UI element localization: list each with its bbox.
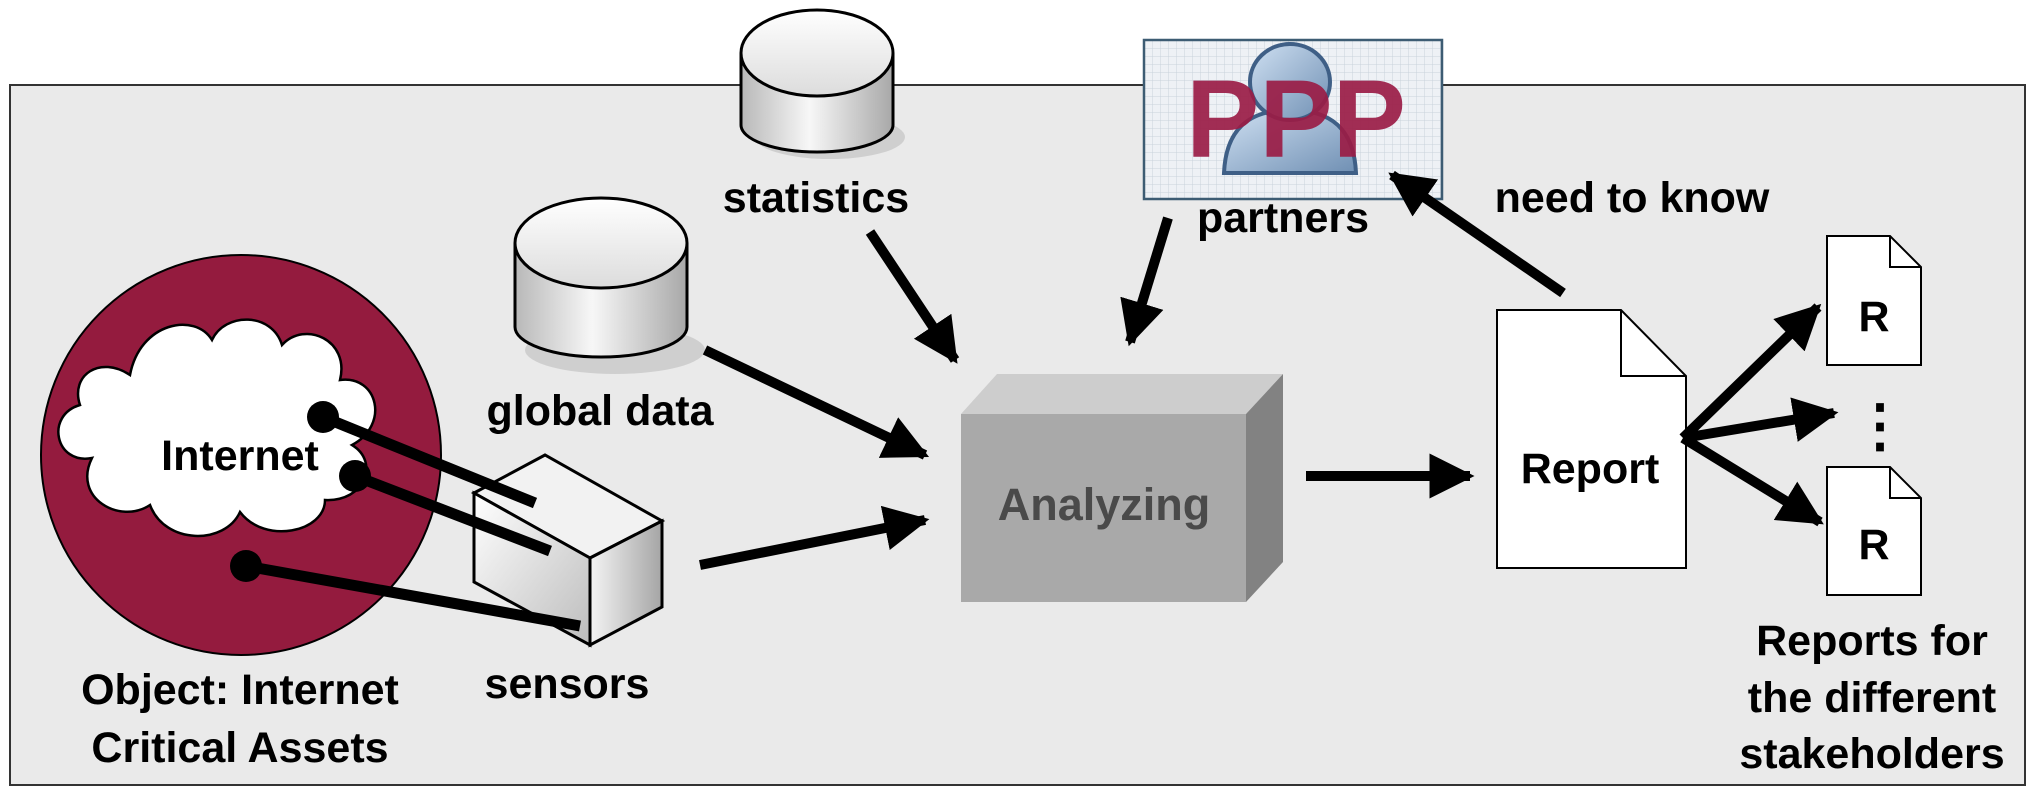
statistics-label: statistics [723,174,909,222]
report-document-icon [1496,309,1687,569]
arrow-globaldata-to-analyzing [702,345,930,460]
arrow-statistics-to-analyzing [865,229,960,364]
arrow-report-to-dots [1682,397,1839,443]
arrow-report-to-r1 [1679,303,1822,442]
sensor-probe-lines [245,411,581,632]
cloud-icon [57,318,377,538]
arrow-report-to-partners [1388,170,1566,298]
statistics-database-icon [739,8,905,159]
internet-label: Internet [161,432,319,480]
object-label-line1: Object: Internet [81,666,399,714]
person-icon [1221,42,1359,175]
reports-label-line2: the different [1748,674,1996,722]
partners-label: partners [1197,194,1369,242]
arrow-partners-to-analyzing [1120,216,1173,347]
small-report-label-1: R [1858,293,1889,341]
global-data-label: global data [487,387,715,435]
arrow-report-to-r2 [1680,433,1824,527]
probe-dots [230,401,371,582]
analyzing-label: Analyzing [998,479,1211,530]
reports-label-line1: Reports for [1756,617,1988,665]
ppp-partners-box: PPP [1142,38,1444,201]
small-report-label-2: R [1858,521,1889,569]
small-report-document-icon [1826,235,1922,366]
object-label-line2: Critical Assets [91,724,388,772]
ellipsis-marker: ⋮ [1851,393,1909,458]
sensors-label: sensors [485,660,650,708]
need-to-know-label: need to know [1495,174,1770,222]
flow-arrows [699,170,1839,570]
reports-label-line3: stakeholders [1739,730,2004,778]
arrow-sensors-to-analyzing [699,505,930,570]
report-label: Report [1521,445,1660,493]
analyzing-box [961,374,1283,602]
ppp-logo-text: PPP [1186,58,1406,181]
small-report-document-icon [1826,466,1922,596]
global-data-database-icon [513,196,705,374]
